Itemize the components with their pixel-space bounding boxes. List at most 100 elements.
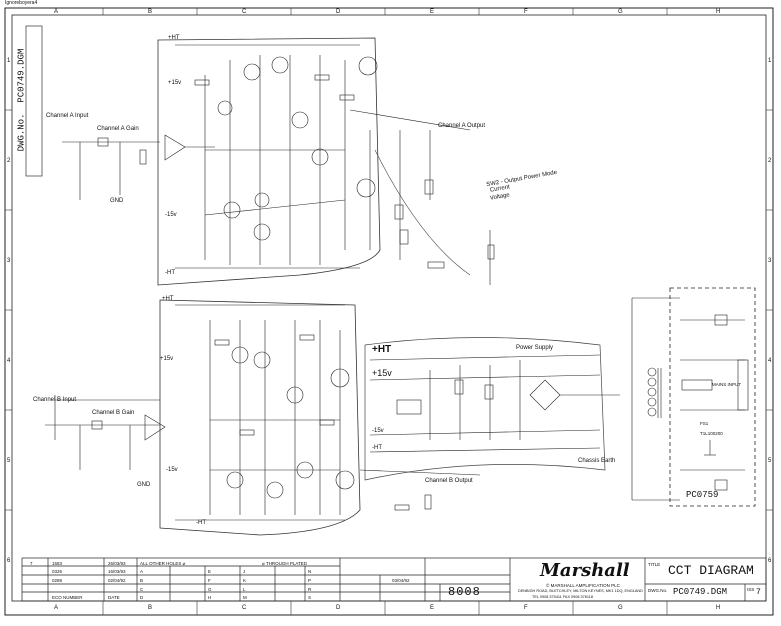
eco-number: 0326 <box>52 569 63 574</box>
hole-letter: G <box>208 587 212 592</box>
revision-number: 7 <box>30 561 33 566</box>
channel-a-gain-label: Channel A Gain <box>97 126 139 132</box>
hole-letter: S <box>308 595 312 600</box>
side-dwg-label: DWG.No. <box>16 113 27 152</box>
column-label: A <box>54 9 59 15</box>
transformer-box-id: PC0759 <box>686 490 719 500</box>
channel-b-output-label: Channel B Output <box>425 478 473 484</box>
column-label: H <box>716 605 721 611</box>
chassis-earth-label: Chassis Earth <box>578 458 616 464</box>
fuse-value: T1L100200 <box>700 431 723 436</box>
column-label: C <box>242 9 247 15</box>
channel-a-circuit <box>62 44 495 285</box>
revision-date: 02/04/92 <box>108 578 126 583</box>
hole-letter: J <box>243 569 246 574</box>
channel-b-minus-15: -15v <box>166 467 178 473</box>
channel-b-plus-ht: +HT <box>162 296 174 302</box>
row-label: 3 <box>768 258 772 264</box>
revision-date: 16/03/93 <box>108 569 126 574</box>
eco-number: 0288 <box>52 578 63 583</box>
hole-letter: P <box>308 578 312 583</box>
mains-input-label: MAINS INPUT <box>712 382 742 387</box>
row-label: 6 <box>7 558 11 564</box>
hole-letter: K <box>243 578 247 583</box>
column-label: B <box>148 605 153 611</box>
eco-number-header: ECO NUMBER <box>52 595 83 600</box>
channel-a-input-label: Channel A Input <box>46 113 89 119</box>
hole-letter: H <box>208 595 212 600</box>
company-name: © MARSHALL AMPLIFICATION PLC <box>546 583 620 588</box>
row-label: 4 <box>7 358 11 364</box>
channel-b-gnd: GND <box>137 482 151 488</box>
column-label: H <box>716 9 721 15</box>
marshall-logo: Marshall <box>540 560 630 581</box>
fuse-label: FS1 <box>700 421 709 426</box>
hole-letter: L <box>243 587 246 592</box>
hole-letter: R <box>308 587 312 592</box>
column-label: C <box>242 605 247 611</box>
drawn-date: 03/04/92 <box>392 578 410 583</box>
title-block-lines <box>21 557 767 602</box>
channel-a-minus-15: -15v <box>165 212 177 218</box>
row-label: 4 <box>768 358 772 364</box>
channel-b-input-label: Channel B Input <box>33 397 77 403</box>
header-text: Ignoreboyera4 <box>5 0 38 6</box>
column-label: E <box>430 605 435 611</box>
issue-label: ISS <box>747 587 755 592</box>
side-dwg-value: PC0749.DGM <box>16 48 27 103</box>
drawing-number: 8008 <box>448 585 481 599</box>
channel-a-minus-ht: -HT <box>165 270 175 276</box>
hole-letter: M <box>243 595 247 600</box>
column-label: F <box>524 605 528 611</box>
channel-a-plus-ht: +HT <box>168 35 180 41</box>
title-label: TITLE <box>648 562 661 567</box>
date-header: DATE <box>108 595 120 600</box>
dwg-no-value: PC0749.DGM <box>673 587 728 597</box>
power-supply-circuit <box>369 354 620 453</box>
channel-b-plus-15: +15v <box>160 356 174 362</box>
ps-plus-ht: +HT <box>372 344 392 355</box>
diagram-title: CCT DIAGRAM <box>668 563 754 578</box>
column-label: G <box>618 605 623 611</box>
row-label: 5 <box>768 458 772 464</box>
column-label: E <box>430 9 435 15</box>
row-label: 2 <box>768 158 772 164</box>
column-label: A <box>54 605 59 611</box>
power-supply-label: Power Supply <box>516 345 554 351</box>
ps-plus-15: +15v <box>372 368 392 378</box>
transformer-circuit <box>631 297 749 501</box>
column-label: D <box>336 9 341 15</box>
channel-a-gnd: GND <box>110 198 124 204</box>
hole-letter: A <box>140 569 144 574</box>
hole-letter: D <box>140 595 144 600</box>
row-label: 5 <box>7 458 11 464</box>
side-drawing-number: DWG.No. PC0749.DGM <box>16 49 26 152</box>
channel-b-gain-label: Channel B Gain <box>92 410 135 416</box>
channel-a-plus-15: +15v <box>168 80 182 86</box>
column-label: G <box>618 9 623 15</box>
ps-minus-15: -15v <box>372 428 384 434</box>
company-address: DENBIGH ROAD, BLETCHLEY, MILTON KEYNES, … <box>518 589 643 593</box>
channel-b-minus-ht: -HT <box>196 520 206 526</box>
column-label: B <box>148 9 153 15</box>
eco-number: 1583 <box>52 561 63 566</box>
row-label: 1 <box>7 58 11 64</box>
column-label: D <box>336 605 341 611</box>
all-other-holes-header: ALL OTHER HOLES ⌀ <box>140 561 186 566</box>
hole-letter: N <box>308 569 312 574</box>
hole-letter: C <box>140 587 144 592</box>
row-label: 3 <box>7 258 11 264</box>
channel-b-circuit <box>45 304 481 521</box>
hole-letter: B <box>140 578 144 583</box>
grid-ticks <box>5 8 773 615</box>
revision-date: 26/03/93 <box>108 561 126 566</box>
issue-value: 7 <box>756 588 761 597</box>
hole-letter: E <box>208 569 212 574</box>
through-plated-header: ⌀ THROUGH PLATED <box>262 561 308 566</box>
hole-letter: F <box>208 578 211 583</box>
ps-minus-ht: -HT <box>372 445 382 451</box>
row-label: 1 <box>768 58 772 64</box>
column-label: F <box>524 9 528 15</box>
